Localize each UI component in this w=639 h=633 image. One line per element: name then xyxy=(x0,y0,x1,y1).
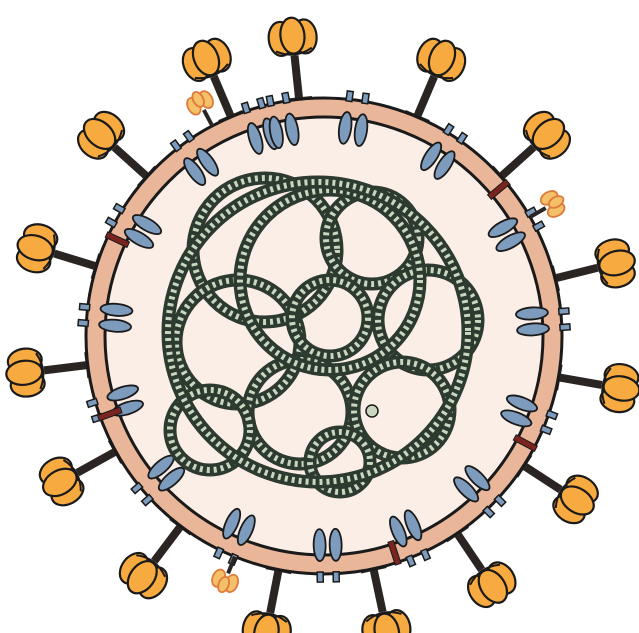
viral-envelope xyxy=(86,98,562,574)
